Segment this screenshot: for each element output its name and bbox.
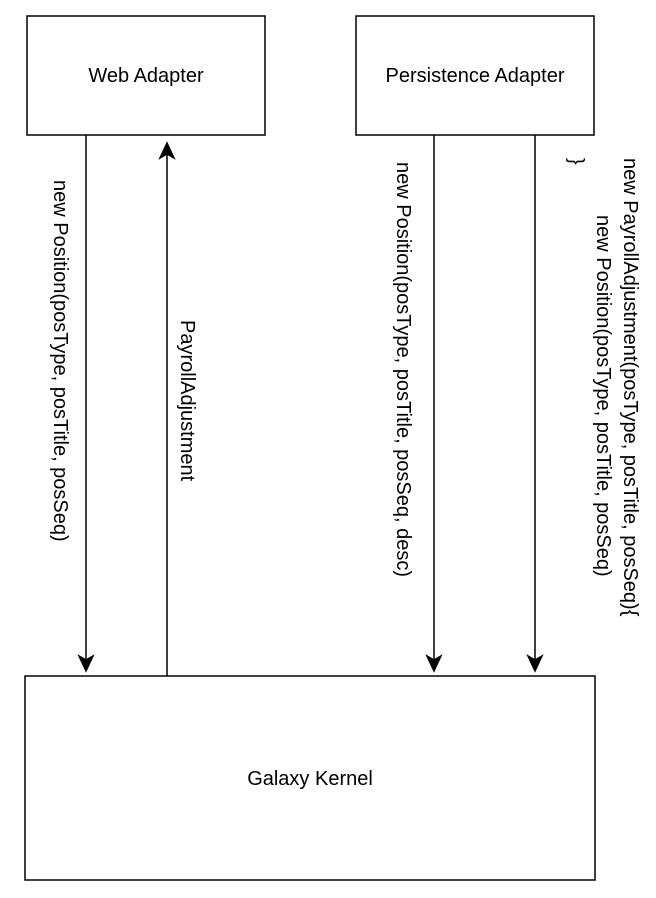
web-adapter-box xyxy=(26,15,266,136)
galaxy-kernel-box xyxy=(24,675,596,881)
edge-persistence-position-label: new Position(posType, posTitle, posSeq, … xyxy=(392,162,414,577)
galaxy-kernel-node[interactable]: Galaxy Kernel xyxy=(24,675,596,881)
persistence-adapter-label: Persistence Adapter xyxy=(386,65,565,87)
edge-kernel-to-web[interactable]: PayrollAdjustment xyxy=(158,141,198,676)
edge-kernel-to-web-label: PayrollAdjustment xyxy=(176,320,198,482)
persistence-adapter-box xyxy=(355,15,595,136)
edge-web-to-kernel-label: new Position(posType, posTitle, posSeq) xyxy=(49,180,71,542)
edge-persistence-payroll-arrowhead xyxy=(526,654,544,673)
edge-persistence-payroll-label-line3: } xyxy=(565,158,587,165)
edge-persistence-payroll-label-line1: new PayrollAdjustment(posType, posTitle,… xyxy=(619,158,641,617)
edge-web-to-kernel[interactable]: new Position(posType, posTitle, posSeq) xyxy=(49,135,95,673)
edge-persistence-to-kernel-payroll[interactable]: new PayrollAdjustment(posType, posTitle,… xyxy=(526,135,641,673)
web-adapter-label: Web Adapter xyxy=(88,65,204,87)
edge-persistence-payroll-label-line2: new Position(posType, posTitle, posSeq) xyxy=(592,215,614,577)
web-adapter-node[interactable]: Web Adapter xyxy=(26,15,266,136)
galaxy-kernel-label: Galaxy Kernel xyxy=(247,768,373,790)
persistence-adapter-node[interactable]: Persistence Adapter xyxy=(355,15,595,136)
edge-persistence-to-kernel-position[interactable]: new Position(posType, posTitle, posSeq, … xyxy=(392,135,443,673)
edge-kernel-to-web-arrowhead xyxy=(158,141,176,160)
edge-web-to-kernel-arrowhead xyxy=(77,654,95,673)
edge-persistence-position-arrowhead xyxy=(425,654,443,673)
